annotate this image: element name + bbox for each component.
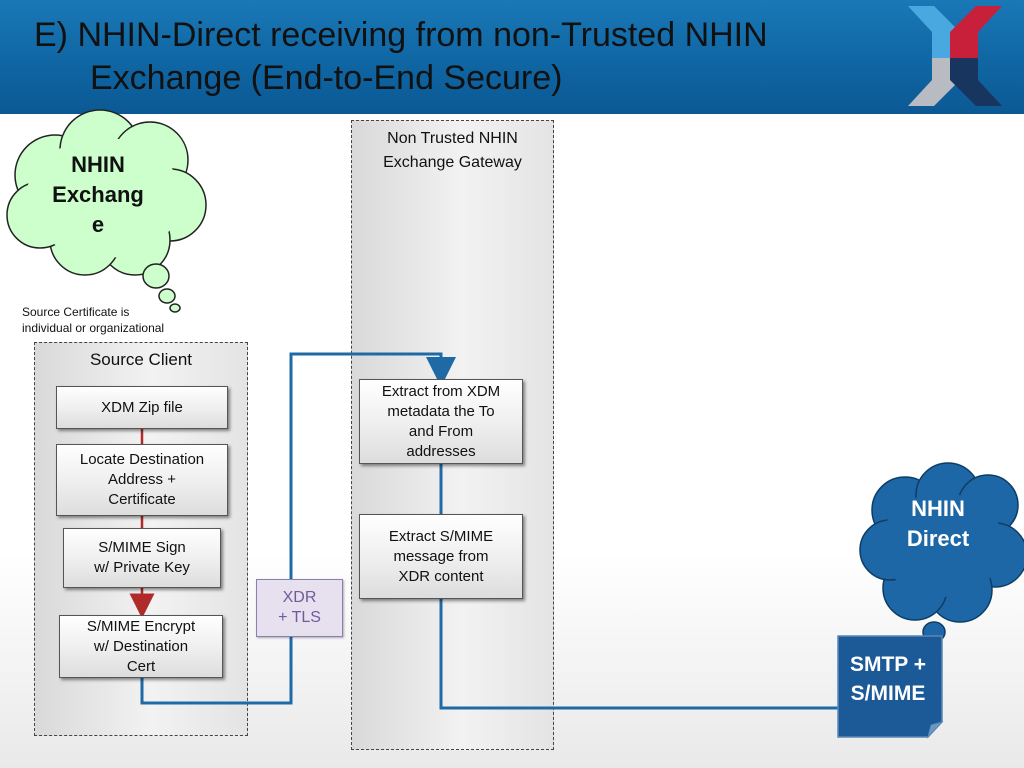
header-bar <box>0 0 1024 114</box>
step-locate-destination: Locate Destination Address + Certificate <box>56 444 228 516</box>
step-smime-encrypt: S/MIME Encrypt w/ Destination Cert <box>59 615 223 678</box>
xdr-tls-label: XDR + TLS <box>278 589 321 626</box>
nhin-exchange-label: NHIN Exchang e <box>52 152 144 237</box>
step-extract-smime: Extract S/MIME message from XDR content <box>359 514 523 599</box>
source-client-label: Source Client <box>89 350 193 369</box>
flow-line-to-gateway <box>140 352 456 705</box>
step-xdm-zip-file: XDM Zip file <box>56 386 228 429</box>
step-xdm-zip-file-label: XDM Zip file <box>101 398 183 416</box>
step-extract-xdm-metadata: Extract from XDM metadata the To and Fro… <box>359 379 523 464</box>
nhin-exchange-cloud-tail <box>142 263 181 313</box>
xdr-tls-box: XDR + TLS <box>256 579 343 637</box>
flow-line-to-smtp <box>439 598 840 710</box>
step-smime-sign: S/MIME Sign w/ Private Key <box>63 528 221 588</box>
title-line-1: E) NHIN-Direct receiving from non-Truste… <box>34 16 768 54</box>
step-smime-sign-label: S/MIME Sign w/ Private Key <box>94 539 190 576</box>
step-extract-xdm-metadata-label: Extract from XDM metadata the To and Fro… <box>381 382 501 460</box>
nhin-direct-label: NHIN Direct <box>906 496 970 551</box>
logo-arrows-icon <box>908 6 1002 106</box>
step-smime-encrypt-label: S/MIME Encrypt w/ Destination Cert <box>86 617 196 675</box>
gateway-label: Non Trusted NHIN Exchange Gateway <box>383 130 522 171</box>
smtp-smime-label: SMTP + S/MIME <box>849 653 927 705</box>
title-line-2: Exchange (End-to-End Secure) <box>90 59 563 97</box>
slide-title: E) NHIN-Direct receiving from non-Truste… <box>34 14 884 100</box>
step-extract-smime-label: Extract S/MIME message from XDR content <box>388 527 494 585</box>
source-certificate-note: Source Certificate is individual or orga… <box>22 305 165 335</box>
step-locate-destination-label: Locate Destination Address + Certificate <box>79 451 205 508</box>
